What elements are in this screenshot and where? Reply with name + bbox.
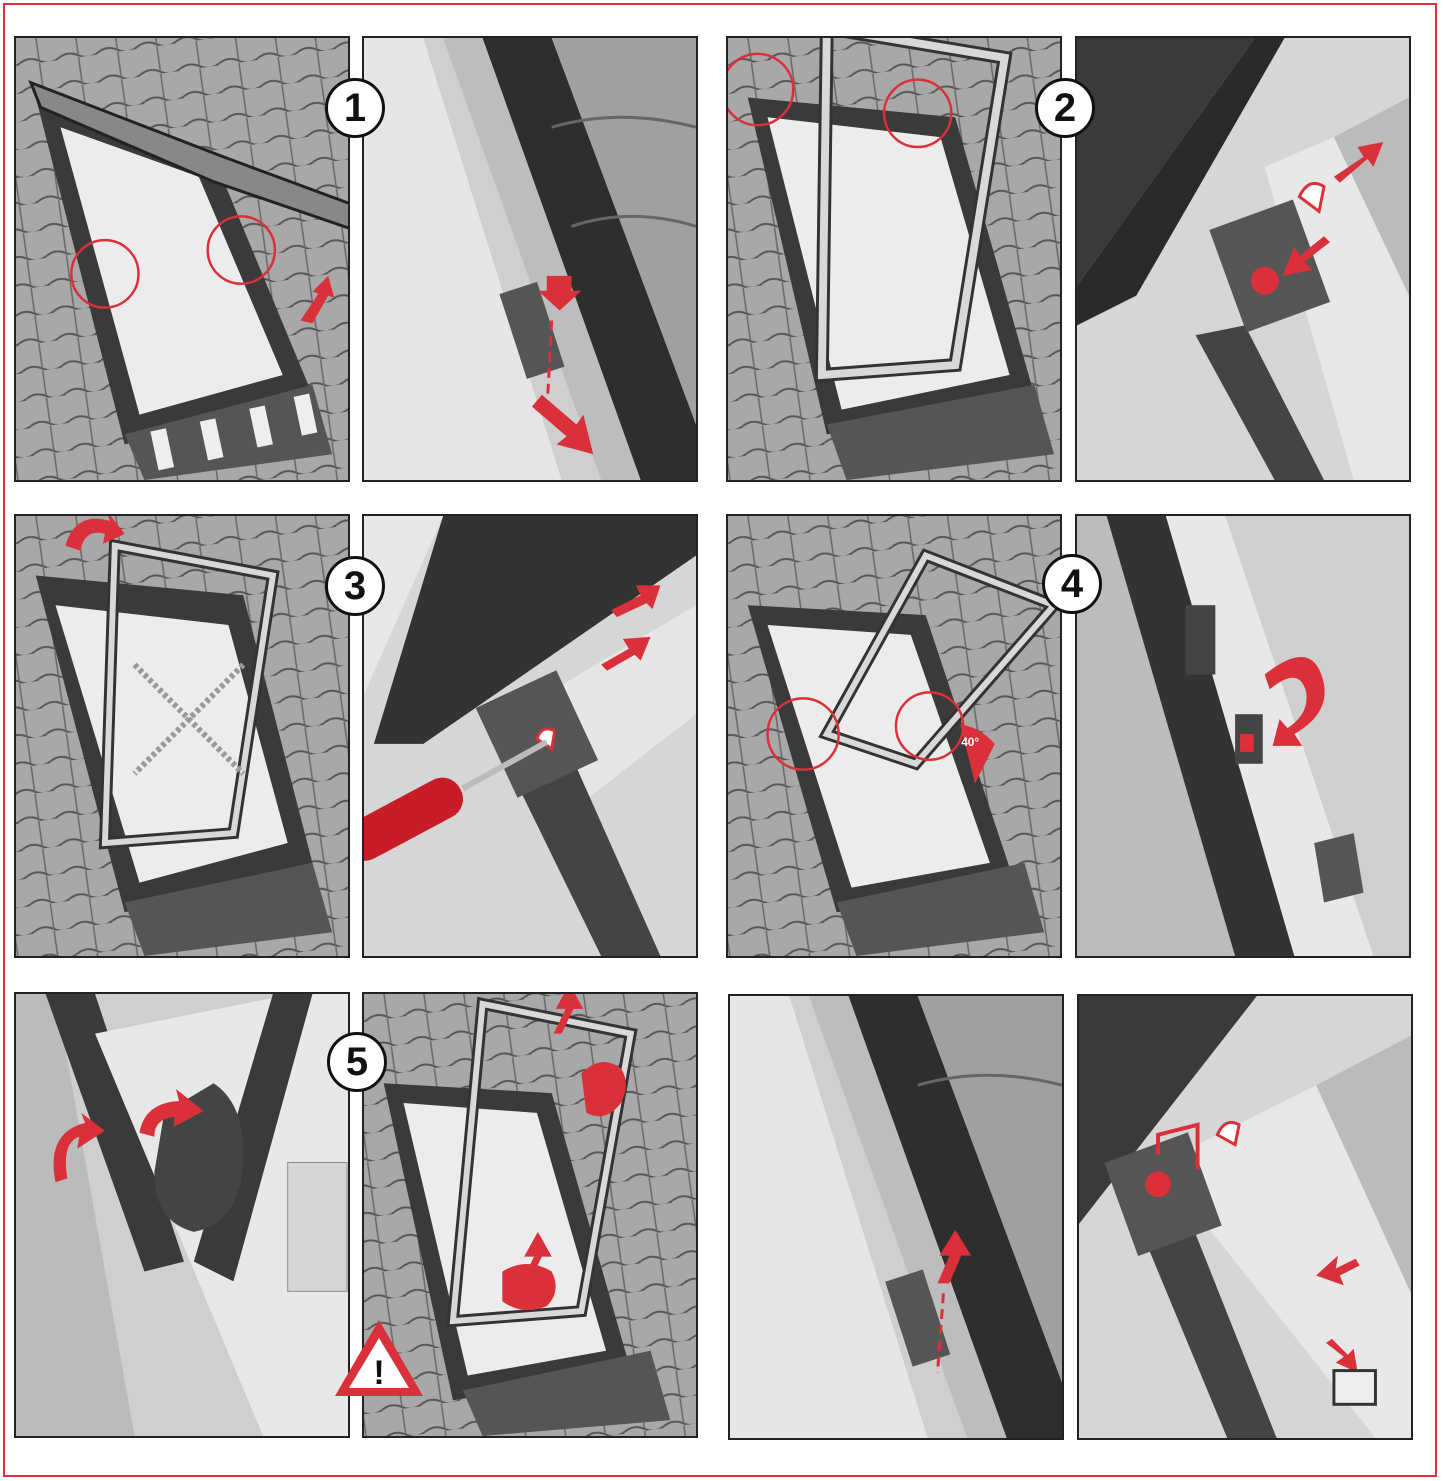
step-number-badge: 5 [327,1032,387,1092]
hinge-release-illustration [16,994,348,1436]
roof-window-illustration [16,38,348,480]
step-number: 3 [344,564,366,609]
rotation-detail-illustration [1077,516,1409,956]
screwdriver-detail-illustration [364,516,696,956]
sash-raised-illustration [728,38,1060,480]
panel-step5-detail-left [14,992,350,1438]
panel-step2-detail [1075,36,1411,482]
panel-step4-overview: 40° [726,514,1062,958]
warning-triangle-icon: ! [331,1316,427,1400]
panel-step3-overview [14,514,350,958]
panel-step3-detail [362,514,698,958]
panel-step1-overview [14,36,350,482]
bracket-detail-illustration [1077,38,1409,480]
warning-symbol: ! [373,1354,384,1392]
sash-removal-illustration [16,516,348,956]
angle-label: 40° [961,735,979,749]
step-number-badge: 2 [1035,78,1095,138]
hand-icon [502,1264,555,1310]
hinge-lock-illustration [730,996,1062,1438]
step-number: 1 [344,86,366,131]
step-number-badge: 4 [1042,554,1102,614]
step-number-badge: 3 [325,556,385,616]
step-number: 5 [346,1040,368,1085]
bracket-lock-illustration [1079,996,1411,1438]
panel-step4-detail [1075,514,1411,958]
step-number-badge: 1 [325,78,385,138]
panel-step2-overview [726,36,1062,482]
hinge-detail-illustration [364,38,696,480]
sash-tilt-illustration: 40° [728,516,1060,956]
panel-step5-detail-right [1077,994,1413,1440]
panel-step1-detail [362,36,698,482]
panel-step5-detail-middle [728,994,1064,1440]
step-number: 2 [1054,86,1076,131]
step-number: 4 [1061,562,1083,607]
